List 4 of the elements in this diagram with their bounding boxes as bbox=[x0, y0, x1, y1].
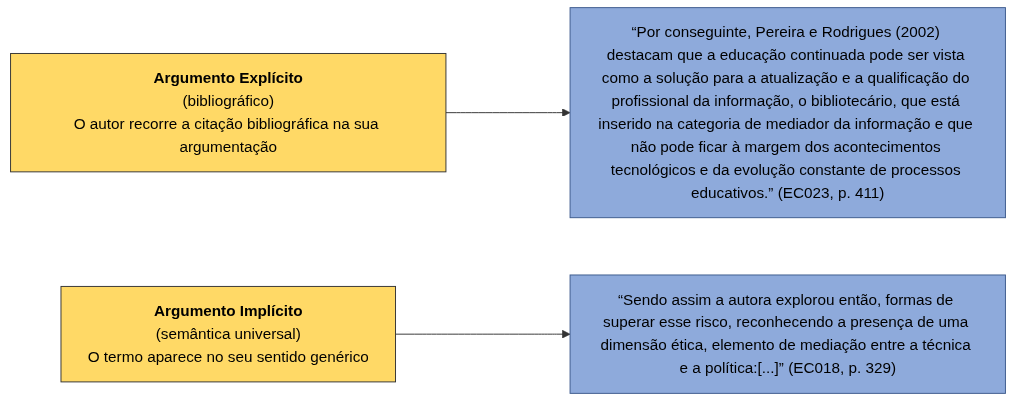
node-box: Argumento Explícito (bibliográfico) O autor recorre a citação bibliográfica na sua argumentação bbox=[10, 53, 447, 173]
node-box: “Sendo assim a autora explorou então, formas de superar esse risco, reconhecendo a presença de uma dimensão ética, elemento de mediação entre a técnica e a política:[...]” (EC018, p. 329) bbox=[569, 274, 1006, 394]
node-box: “Por conseguinte, Pereira e Rodrigues (2002) destacam que a educação continuada pode ser vista como a solução para a atualização e a qualificação do profissional da informação, o bibliotecário, que está inserido na categoria de mediador da informação e que não pode ficar à margem dos acontecimentos tecnológicos e da evolução constante de processos educativos.” (EC023, p. 411) bbox=[569, 7, 1006, 219]
node-box: Argumento Implícito (semântica universal) O termo aparece no seu sentido genérico bbox=[60, 285, 396, 383]
